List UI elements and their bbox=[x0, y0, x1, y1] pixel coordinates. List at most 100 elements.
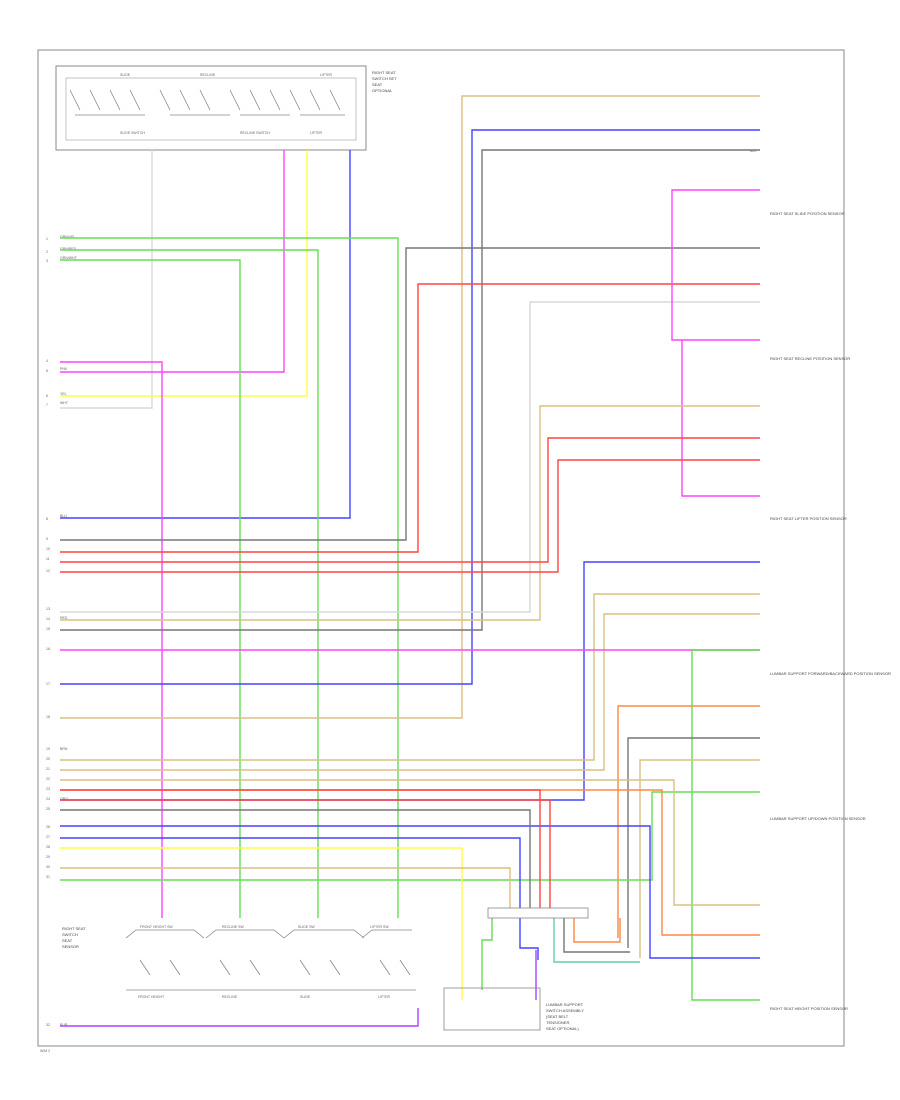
top-switch-header-recline: RECLINE bbox=[200, 73, 216, 77]
pin-26: 26 bbox=[46, 825, 50, 829]
wire-label-grn-red: GRN/RED bbox=[60, 247, 77, 251]
pin-1: 1 bbox=[46, 237, 48, 241]
bottom-center-label-4: TENSIONER, bbox=[546, 1020, 570, 1025]
wire-grn-5 bbox=[60, 791, 760, 881]
wire-grn-1 bbox=[60, 237, 399, 918]
top-switch-sub-recline: RECLINE SWITCH bbox=[240, 131, 270, 135]
wire-label-red: RED bbox=[60, 616, 68, 620]
pin-10: 10 bbox=[46, 547, 50, 551]
pin-4: 4 bbox=[46, 359, 48, 363]
diagram-frame bbox=[37, 49, 845, 1047]
bottom-switch-section-1: FRONT HEIGHT bbox=[138, 995, 165, 999]
wire-bc-1 bbox=[573, 918, 621, 943]
wire-org-2 bbox=[617, 705, 760, 938]
wire-label-blu: BLU bbox=[60, 514, 67, 518]
bottom-center-label-1: LUMBAR SUPPORT bbox=[546, 1002, 584, 1007]
wire-tan-4 bbox=[60, 613, 760, 771]
wire-wht-2 bbox=[60, 301, 760, 613]
wire-org-1 bbox=[60, 283, 760, 553]
wire-yel-top bbox=[60, 150, 308, 397]
pin-24: 24 bbox=[46, 797, 50, 801]
wire-bc-2 bbox=[563, 918, 630, 953]
wire-blu-3 bbox=[60, 561, 760, 801]
wire-pnk-top bbox=[60, 150, 285, 373]
wire-pnk-2 bbox=[671, 189, 760, 341]
wire-red-4 bbox=[60, 789, 541, 908]
wire-gry-2 bbox=[60, 247, 760, 541]
bottom-center-label-3: (SEAT BELT bbox=[546, 1014, 569, 1019]
wire-tan-6 bbox=[60, 779, 760, 906]
wire-pnk-3 bbox=[681, 340, 760, 497]
pin-3: 3 bbox=[46, 259, 48, 263]
left-wire-labels: GRN/YEL GRN/RED GRN/WHT PNK YEL WHT BLU … bbox=[60, 149, 757, 1027]
right-component-1: RIGHT SEAT SLIDE POSITION SENSOR bbox=[770, 211, 845, 216]
wire-red-2 bbox=[60, 437, 760, 563]
bottom-switch-box: FRONT HEIGHT SW RECLINE SW SLIDE SW LIFT… bbox=[62, 925, 416, 999]
wire-label-pnk: PNK bbox=[60, 367, 68, 371]
bottom-center-connector: LUMBAR SUPPORT SWITCH ASSEMBLY (SEAT BEL… bbox=[443, 907, 589, 1031]
pin-9: 9 bbox=[46, 537, 48, 541]
bottom-switch-label-1: RIGHT SEAT bbox=[62, 926, 86, 931]
right-component-6: RIGHT SEAT HEIGHT POSITION SENSOR bbox=[770, 1006, 848, 1011]
wire-tan-3 bbox=[60, 593, 760, 761]
top-switch-label-1: RIGHT SEAT bbox=[372, 70, 396, 75]
wire-pnk-drop bbox=[60, 361, 163, 918]
wire-org-3 bbox=[60, 789, 760, 936]
pin-16: 16 bbox=[46, 647, 50, 651]
wire-gry-4 bbox=[60, 809, 531, 908]
wire-bc-5 bbox=[481, 918, 493, 990]
wire-label-yel: YEL bbox=[60, 392, 67, 396]
top-switch-label-4: OPTIONAL bbox=[372, 88, 393, 93]
left-pin-numbers: 1 2 3 4 5 6 7 8 9 10 11 12 13 14 15 16 1… bbox=[46, 237, 50, 1027]
pin-19: 19 bbox=[46, 747, 50, 751]
right-component-4: LUMBAR SUPPORT FORWARD/BACKWARD POSITION… bbox=[770, 671, 891, 676]
bottom-center-label-5: SEAT OPTIONAL) bbox=[546, 1026, 579, 1031]
wire-blu-4 bbox=[60, 825, 760, 959]
bottom-switch-label-2: SWITCH bbox=[62, 932, 78, 937]
pin-31: 31 bbox=[46, 875, 50, 879]
wire-label-pur: PUR bbox=[60, 1023, 68, 1027]
bottom-switch-section-3: SLIDE bbox=[300, 995, 311, 999]
pin-22: 22 bbox=[46, 777, 50, 781]
right-components: RIGHT SEAT SLIDE POSITION SENSOR RIGHT S… bbox=[770, 211, 891, 1011]
wire-grn-4 bbox=[691, 649, 760, 1001]
wire-tan-1 bbox=[60, 95, 760, 719]
wire-label-grn-yel: GRN/YEL bbox=[60, 235, 75, 239]
pin-6: 6 bbox=[46, 394, 48, 398]
wire-red-5 bbox=[60, 799, 551, 908]
pin-15: 15 bbox=[46, 627, 50, 631]
pin-28: 28 bbox=[46, 845, 50, 849]
top-switch-header-lifter: LIFTER bbox=[320, 73, 333, 77]
right-component-2: RIGHT SEAT RECLINE POSITION SENSOR bbox=[770, 356, 850, 361]
right-component-5: LUMBAR SUPPORT UP/DOWN POSITION SENSOR bbox=[770, 816, 866, 821]
right-component-3: RIGHT SEAT LIFTER POSITION SENSOR bbox=[770, 516, 847, 521]
wire-label-brn: BRN bbox=[60, 747, 68, 751]
wire-tan-5 bbox=[639, 759, 760, 958]
pin-27: 27 bbox=[46, 835, 50, 839]
wire-tan-2 bbox=[60, 405, 760, 621]
bottom-switch-header-1: FRONT HEIGHT SW bbox=[140, 925, 173, 929]
wire-red-3 bbox=[60, 459, 760, 573]
wire-blu-top bbox=[60, 150, 351, 519]
pin-13: 13 bbox=[46, 607, 50, 611]
pin-5: 5 bbox=[46, 369, 48, 373]
wire-grn-3 bbox=[60, 259, 241, 918]
pin-17: 17 bbox=[46, 682, 50, 686]
wire-grn-2 bbox=[60, 249, 319, 918]
wire-tan-7 bbox=[60, 867, 511, 908]
bottom-switch-label-3: SEAT bbox=[62, 938, 73, 943]
wire-label-org: ORG bbox=[60, 797, 68, 801]
pin-2: 2 bbox=[46, 250, 48, 254]
top-switch-sub-lifter: LIFTER bbox=[310, 131, 323, 135]
wire-blu-2 bbox=[60, 129, 760, 685]
pin-8: 8 bbox=[46, 517, 48, 521]
wire-bc-4 bbox=[519, 918, 539, 960]
wire-gry-3 bbox=[627, 737, 760, 948]
pin-7: 7 bbox=[46, 403, 48, 407]
bottom-switch-section-4: LIFTER bbox=[378, 995, 391, 999]
bottom-switch-section-2: RECLINE bbox=[222, 995, 238, 999]
wire-yel-2 bbox=[60, 847, 463, 1000]
wire-gry-1 bbox=[60, 149, 760, 631]
pin-14: 14 bbox=[46, 617, 50, 621]
